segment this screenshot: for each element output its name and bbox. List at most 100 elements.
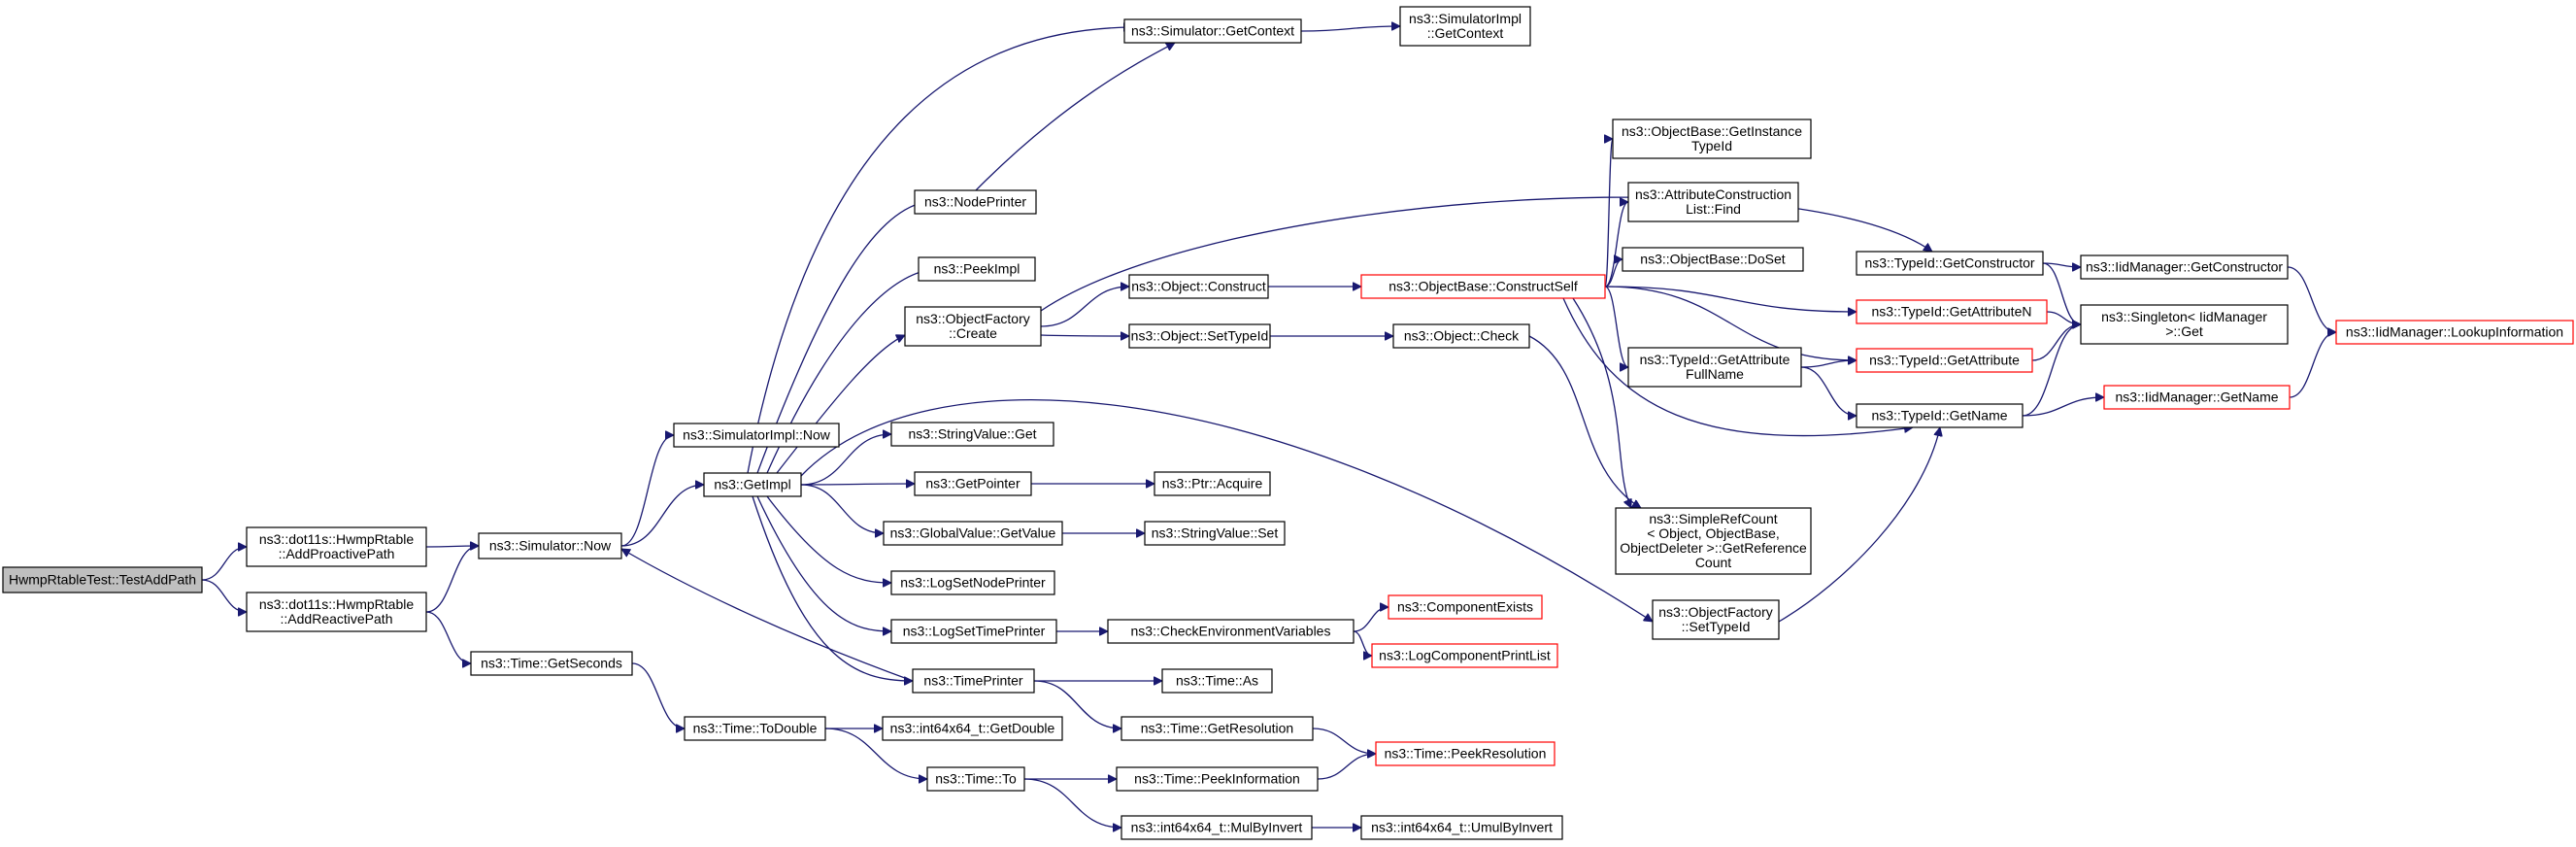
node-box[interactable] [1154, 471, 1271, 496]
graph-node[interactable]: ns3::TypeId::GetAttribute [1856, 348, 2033, 373]
graph-node[interactable]: ns3::IidManager::GetConstructor [2080, 254, 2289, 280]
graph-node[interactable]: ns3::Object::SetTypeId [1128, 323, 1271, 349]
truncated-node-box[interactable] [1856, 348, 2033, 373]
node-box[interactable] [1612, 119, 1812, 159]
node-box[interactable] [2080, 304, 2289, 345]
node-box[interactable] [1856, 251, 2044, 276]
graph-node[interactable]: ns3::ComponentExists [1388, 594, 1543, 620]
node-box[interactable] [1392, 323, 1530, 349]
graph-node[interactable]: ns3::CheckEnvironmentVariables [1107, 619, 1355, 644]
node-box[interactable] [1107, 619, 1355, 644]
node-box[interactable] [1161, 668, 1273, 694]
node-box[interactable] [1856, 403, 2024, 428]
graph-node[interactable]: ns3::Time::GetResolution [1121, 716, 1314, 741]
graph-node[interactable]: ns3::SimulatorImpl::GetContext [1399, 6, 1531, 47]
graph-node[interactable]: ns3::Time::PeekResolution [1375, 741, 1556, 766]
node-box[interactable] [1123, 18, 1302, 44]
graph-node[interactable]: ns3::Time::GetSeconds [470, 651, 633, 676]
graph-node[interactable]: ns3::GetImpl [703, 472, 802, 497]
truncated-node-box[interactable] [1360, 274, 1606, 299]
graph-node[interactable]: ns3::dot11s::HwmpRtable::AddProactivePat… [246, 526, 427, 567]
node-box[interactable] [246, 526, 427, 567]
graph-node[interactable]: ns3::SimpleRefCount< Object, ObjectBase,… [1615, 507, 1812, 575]
node-box[interactable] [914, 189, 1037, 215]
node-box[interactable] [1627, 182, 1799, 222]
truncated-node-box[interactable] [1856, 299, 2048, 324]
graph-node[interactable]: ns3::IidManager::LookupInformation [2335, 320, 2574, 345]
graph-node[interactable]: ns3::int64x64_t::MulByInvert [1121, 815, 1313, 840]
node-box[interactable] [912, 668, 1035, 694]
node-box[interactable] [890, 422, 1054, 447]
node-box[interactable] [470, 651, 633, 676]
node-box[interactable] [684, 716, 826, 741]
graph-node[interactable]: ns3::ObjectFactory::Create [904, 306, 1042, 347]
graph-node[interactable]: ns3::PeekImpl [918, 256, 1036, 282]
node-box[interactable] [1622, 247, 1804, 272]
graph-node[interactable]: ns3::TypeId::GetAttributeN [1856, 299, 2048, 324]
root-node-box[interactable] [2, 566, 203, 593]
node-box[interactable] [904, 306, 1042, 347]
node-box[interactable] [246, 592, 427, 632]
node-box[interactable] [1116, 766, 1319, 792]
node-box[interactable] [890, 619, 1057, 644]
graph-node[interactable]: ns3::NodePrinter [914, 189, 1037, 215]
node-box[interactable] [1652, 599, 1780, 640]
node-box[interactable] [883, 521, 1063, 546]
graph-node[interactable]: ns3::TypeId::GetName [1856, 403, 2024, 428]
node-box[interactable] [1399, 6, 1531, 47]
graph-node[interactable]: ns3::GlobalValue::GetValue [883, 521, 1063, 546]
truncated-node-box[interactable] [1371, 643, 1558, 668]
node-box[interactable] [1128, 323, 1271, 349]
node-box[interactable] [918, 256, 1036, 282]
graph-node[interactable]: ns3::Time::PeekInformation [1116, 766, 1319, 792]
node-box[interactable] [1615, 507, 1812, 575]
node-box[interactable] [1121, 716, 1314, 741]
node-box[interactable] [2080, 254, 2289, 280]
truncated-node-box[interactable] [1375, 741, 1556, 766]
node-box[interactable] [478, 532, 622, 559]
graph-node[interactable]: ns3::LogComponentPrintList [1371, 643, 1558, 668]
graph-node[interactable]: ns3::ObjectBase::ConstructSelf [1360, 274, 1606, 299]
node-box[interactable] [1627, 347, 1802, 388]
graph-node[interactable]: ns3::int64x64_t::GetDouble [882, 716, 1063, 741]
node-box[interactable] [890, 570, 1055, 595]
graph-node[interactable]: ns3::TypeId::GetConstructor [1856, 251, 2044, 276]
truncated-node-box[interactable] [1388, 594, 1543, 620]
truncated-node-box[interactable] [2335, 320, 2574, 345]
graph-node[interactable]: ns3::SimulatorImpl::Now [673, 423, 840, 448]
graph-node[interactable]: ns3::Object::Construct [1128, 274, 1269, 299]
graph-node[interactable]: ns3::GetPointer [914, 471, 1032, 496]
graph-node[interactable]: ns3::LogSetTimePrinter [890, 619, 1057, 644]
graph-node[interactable]: ns3::LogSetNodePrinter [890, 570, 1055, 595]
graph-node[interactable]: ns3::ObjectBase::DoSet [1622, 247, 1804, 272]
node-box[interactable] [1121, 815, 1313, 840]
graph-node[interactable]: ns3::int64x64_t::UmulByInvert [1360, 815, 1563, 840]
node-box[interactable] [673, 423, 840, 448]
graph-node[interactable]: ns3::Object::Check [1392, 323, 1530, 349]
graph-node[interactable]: ns3::Ptr::Acquire [1154, 471, 1271, 496]
graph-node[interactable]: ns3::ObjectFactory::SetTypeId [1652, 599, 1780, 640]
node-box[interactable] [882, 716, 1063, 741]
graph-node[interactable]: ns3::Simulator::Now [478, 532, 622, 559]
node-box[interactable] [1144, 521, 1286, 546]
graph-node[interactable]: ns3::dot11s::HwmpRtable::AddReactivePath [246, 592, 427, 632]
node-box[interactable] [703, 472, 802, 497]
truncated-node-box[interactable] [2103, 385, 2291, 410]
node-box[interactable] [926, 766, 1025, 792]
node-box[interactable] [914, 471, 1032, 496]
graph-node[interactable]: ns3::StringValue::Get [890, 422, 1054, 447]
graph-node[interactable]: ns3::Time::To [926, 766, 1025, 792]
node-box[interactable] [1128, 274, 1269, 299]
graph-node[interactable]: ns3::IidManager::GetName [2103, 385, 2291, 410]
graph-node[interactable]: ns3::StringValue::Set [1144, 521, 1286, 546]
graph-node[interactable]: ns3::Time::As [1161, 668, 1273, 694]
node-box[interactable] [1360, 815, 1563, 840]
graph-node[interactable]: ns3::TimePrinter [912, 668, 1035, 694]
graph-node[interactable]: ns3::Simulator::GetContext [1123, 18, 1302, 44]
graph-node[interactable]: HwmpRtableTest::TestAddPath [2, 566, 203, 593]
graph-node[interactable]: ns3::Singleton< IidManager>::Get [2080, 304, 2289, 345]
graph-node[interactable]: ns3::Time::ToDouble [684, 716, 826, 741]
